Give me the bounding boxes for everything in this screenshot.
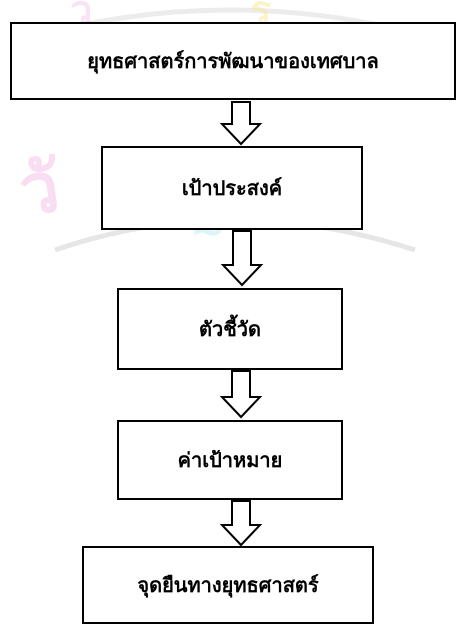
down-arrow-icon [220, 230, 264, 287]
step-label-indicator: ตัวชี้วัด [198, 317, 261, 341]
down-arrow-icon [219, 101, 263, 146]
step-label-goal: เป้าประสงค์ [181, 176, 283, 200]
down-arrow-icon [219, 370, 263, 419]
step-label-position: จุดยืนทางยุทธศาสตร์ [137, 573, 319, 597]
step-box-position: จุดยืนทางยุทธศาสตร์ [82, 546, 374, 624]
down-arrow-icon [219, 500, 263, 547]
step-box-indicator: ตัวชี้วัด [117, 288, 343, 370]
step-box-goal: เป้าประสงค์ [101, 146, 363, 230]
step-label-strategy: ยุทธศาสตร์การพัฒนาของเทศบาล [87, 49, 379, 73]
step-box-target: ค่าเป้าหมาย [117, 420, 343, 500]
step-box-strategy: ยุทธศาสตร์การพัฒนาของเทศบาล [10, 22, 456, 100]
step-label-target: ค่าเป้าหมาย [177, 448, 283, 472]
svg-text:วั: วั [14, 145, 65, 232]
